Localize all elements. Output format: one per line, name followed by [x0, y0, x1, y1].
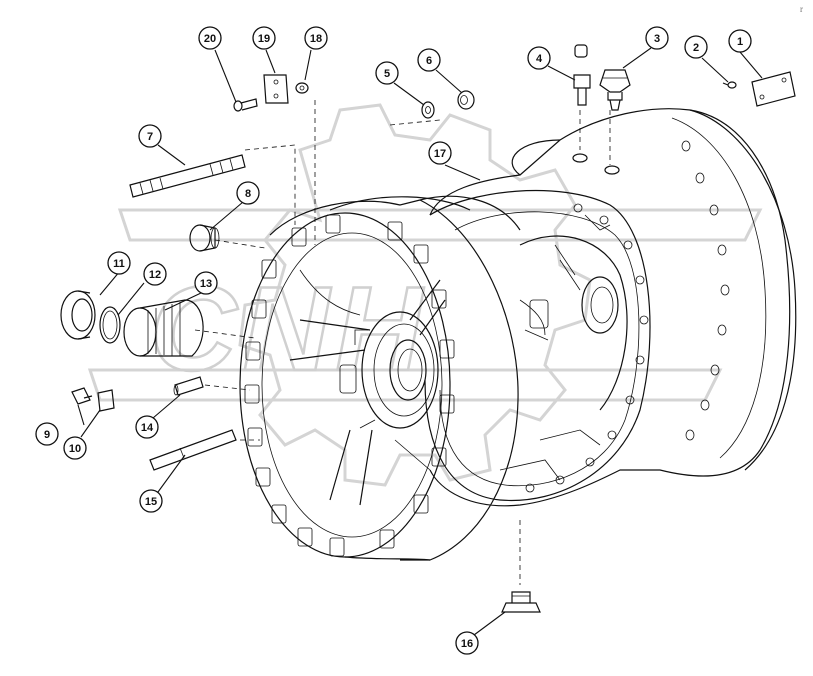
callout-16-label: 16	[461, 638, 473, 650]
callout-1: 1	[728, 29, 752, 53]
callout-14-label: 14	[141, 422, 154, 434]
part-1-plate	[751, 71, 796, 107]
callout-7-label: 7	[147, 131, 153, 143]
watermark-text: CNH	[150, 262, 428, 396]
part-10-clip	[97, 389, 115, 412]
callout-19: 19	[252, 26, 276, 50]
part-20-bolt	[233, 98, 258, 112]
part-9-screw	[71, 387, 93, 405]
callout-3: 3	[645, 26, 669, 50]
callout-13-label: 13	[200, 278, 212, 290]
front-ring-housing	[239, 195, 521, 561]
part-5-washer	[421, 101, 435, 119]
callout-6-label: 6	[426, 55, 432, 67]
part-13-bushing	[123, 299, 204, 357]
callout-2: 2	[684, 35, 708, 59]
callout-2-label: 2	[693, 42, 699, 54]
callout-18: 18	[304, 26, 328, 50]
part-4-sensor	[573, 44, 591, 106]
part-16-drain-plug	[501, 591, 541, 613]
callout-8-label: 8	[245, 188, 251, 200]
callout-4-label: 4	[536, 53, 543, 65]
assembly-lines	[194, 100, 611, 585]
transmission-housing	[424, 108, 797, 507]
callout-11: 11	[107, 251, 131, 275]
callout-8: 8	[236, 181, 260, 205]
part-15-shaft	[149, 429, 237, 471]
callout-5-label: 5	[384, 68, 390, 80]
callout-12-label: 12	[149, 269, 161, 281]
watermark: CNH	[87, 103, 763, 487]
callout-17: 17	[428, 141, 452, 165]
part-12-o-ring	[99, 306, 121, 344]
callout-19-label: 19	[258, 33, 270, 45]
part-6-nut	[457, 90, 475, 110]
callout-20: 20	[198, 26, 222, 50]
callout-15-label: 15	[145, 496, 157, 508]
part-18-nut	[295, 82, 309, 94]
callout-7: 7	[138, 124, 162, 148]
part-11-seal	[60, 290, 96, 340]
part-19-bracket	[263, 74, 289, 104]
callout-5: 5	[375, 61, 399, 85]
callout-10-label: 10	[69, 443, 81, 455]
leader-lines	[77, 47, 763, 636]
callout-14: 14	[135, 415, 159, 439]
callout-20-label: 20	[204, 33, 216, 45]
callout-3-label: 3	[654, 33, 660, 45]
callout-12: 12	[143, 262, 167, 286]
callout-4: 4	[527, 46, 551, 70]
callout-9: 9	[35, 422, 59, 446]
callout-9-label: 9	[44, 429, 50, 441]
callout-13: 13	[194, 271, 218, 295]
callout-1-label: 1	[737, 36, 743, 48]
part-3-valve	[599, 69, 631, 111]
callout-11-label: 11	[113, 258, 125, 270]
part-14-pin	[173, 376, 204, 396]
part-2-screw	[722, 81, 737, 89]
corner-mark: r	[800, 4, 803, 14]
callout-6: 6	[417, 48, 441, 72]
callout-10: 10	[63, 436, 87, 460]
part-8-plug	[189, 224, 220, 252]
callout-16: 16	[455, 631, 479, 655]
callout-18-label: 18	[310, 33, 322, 45]
callout-15: 15	[139, 489, 163, 513]
callout-17-label: 17	[434, 148, 446, 160]
part-7-stud	[129, 154, 246, 198]
